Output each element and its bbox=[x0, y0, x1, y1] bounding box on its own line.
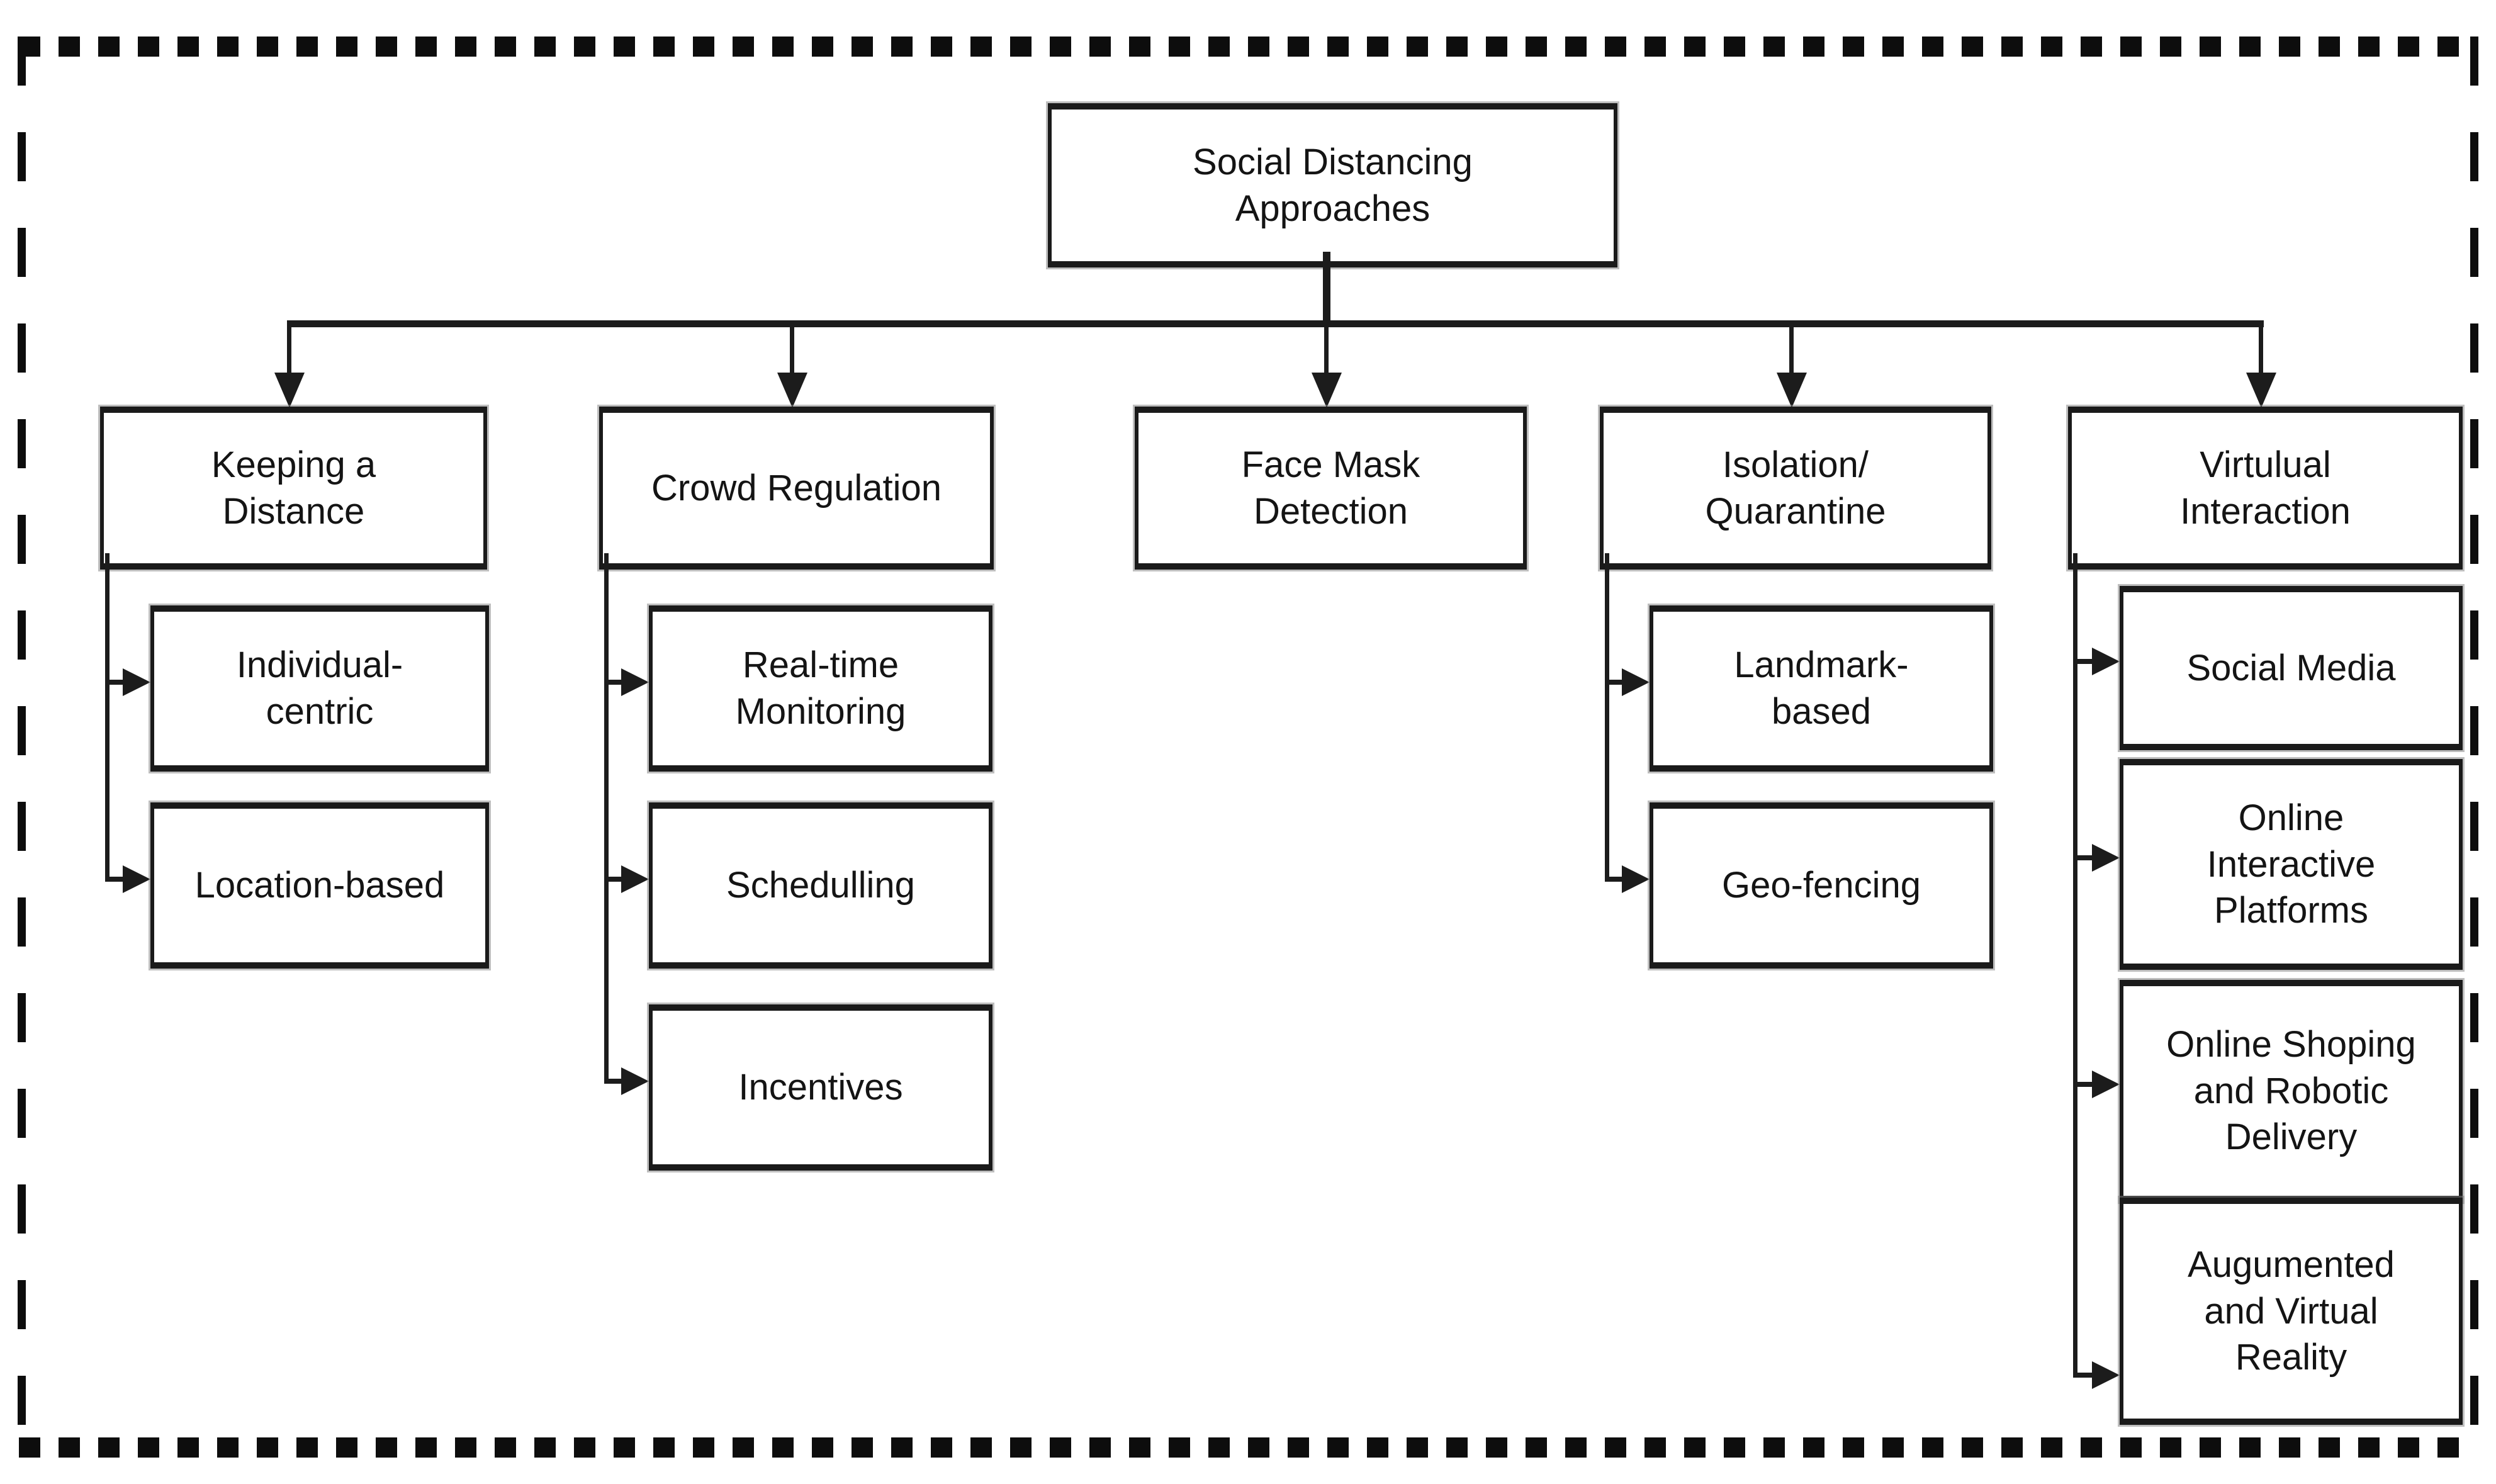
arrowhead-down-1 bbox=[274, 373, 305, 408]
outer-dashed-border-bottom bbox=[19, 1437, 2477, 1458]
node-landmark-based: Landmark- based bbox=[1650, 605, 1993, 772]
connector-trunk bbox=[1323, 252, 1330, 327]
arrowhead-down-2 bbox=[777, 373, 807, 408]
node-individual-centric: Individual- centric bbox=[150, 605, 489, 772]
node-location-based: Location-based bbox=[150, 802, 489, 969]
connector-branch-4-stub-1 bbox=[1605, 680, 1624, 685]
node-crowd-regulation: Crowd Regulation bbox=[599, 407, 994, 570]
outer-dashed-border-left bbox=[18, 37, 26, 1458]
arrowhead-right-2-3 bbox=[621, 1067, 649, 1095]
node-keeping-a-distance: Keeping a Distance bbox=[100, 407, 487, 570]
connector-branch-5-stub-1 bbox=[2073, 659, 2094, 664]
arrowhead-right-5-3 bbox=[2092, 1071, 2120, 1098]
connector-branch-4-elbow bbox=[1605, 553, 1609, 882]
arrowhead-right-2-1 bbox=[621, 668, 649, 696]
node-root-social-distancing-approaches: Social Distancing Approaches bbox=[1048, 103, 1617, 267]
connector-branch-5-elbow bbox=[2073, 553, 2077, 1378]
connector-branch-5-stub-2 bbox=[2073, 855, 2094, 860]
connector-branch-2-stub-3 bbox=[604, 1079, 624, 1084]
connector-branch-2-stub-2 bbox=[604, 877, 624, 882]
node-real-time-monitoring: Real-time Monitoring bbox=[649, 605, 992, 772]
node-virtual-interaction: Virtulual Interaction bbox=[2068, 407, 2463, 570]
connector-branch-2-elbow bbox=[604, 553, 609, 1083]
arrowhead-down-5 bbox=[2246, 373, 2276, 408]
connector-rail bbox=[287, 320, 2264, 327]
connector-branch-5-stub-3 bbox=[2073, 1082, 2094, 1087]
connector-branch-5-stub-4 bbox=[2073, 1373, 2094, 1378]
node-augumented-virtual-reality: Augumented and Virtual Reality bbox=[2120, 1198, 2463, 1425]
node-face-mask-detection: Face Mask Detection bbox=[1135, 407, 1527, 570]
arrowhead-right-4-2 bbox=[1622, 865, 1650, 893]
arrowhead-right-5-4 bbox=[2092, 1361, 2120, 1389]
connector-branch-1-elbow bbox=[105, 553, 110, 882]
arrowhead-down-3 bbox=[1312, 373, 1342, 408]
connector-branch-2-stub-1 bbox=[604, 680, 624, 685]
node-social-media: Social Media bbox=[2120, 586, 2463, 750]
connector-drop-4 bbox=[1789, 325, 1794, 374]
connector-drop-1 bbox=[287, 325, 291, 374]
connector-branch-1-stub-2 bbox=[105, 877, 125, 882]
node-schedulling: Schedulling bbox=[649, 802, 992, 969]
node-incentives: Incentives bbox=[649, 1004, 992, 1171]
node-online-interactive-platforms: Online Interactive Platforms bbox=[2120, 759, 2463, 970]
arrowhead-right-1-2 bbox=[123, 865, 150, 893]
node-isolation-quarantine: Isolation/ Quarantine bbox=[1600, 407, 1991, 570]
arrowhead-right-5-1 bbox=[2092, 648, 2120, 675]
connector-drop-2 bbox=[790, 325, 794, 374]
outer-dashed-border-right bbox=[2470, 37, 2478, 1458]
connector-drop-3 bbox=[1324, 325, 1329, 374]
arrowhead-down-4 bbox=[1777, 373, 1807, 408]
connector-branch-4-stub-2 bbox=[1605, 877, 1624, 882]
connector-branch-1-stub-1 bbox=[105, 680, 125, 685]
arrowhead-right-4-1 bbox=[1622, 668, 1650, 696]
connector-drop-5 bbox=[2259, 325, 2263, 374]
node-geo-fencing: Geo-fencing bbox=[1650, 802, 1993, 969]
arrowhead-right-2-2 bbox=[621, 865, 649, 893]
arrowhead-right-5-2 bbox=[2092, 844, 2120, 872]
arrowhead-right-1-1 bbox=[123, 668, 150, 696]
outer-dashed-border-top bbox=[19, 37, 2477, 57]
node-online-shoping-robotic-delivery: Online Shoping and Robotic Delivery bbox=[2120, 980, 2463, 1202]
